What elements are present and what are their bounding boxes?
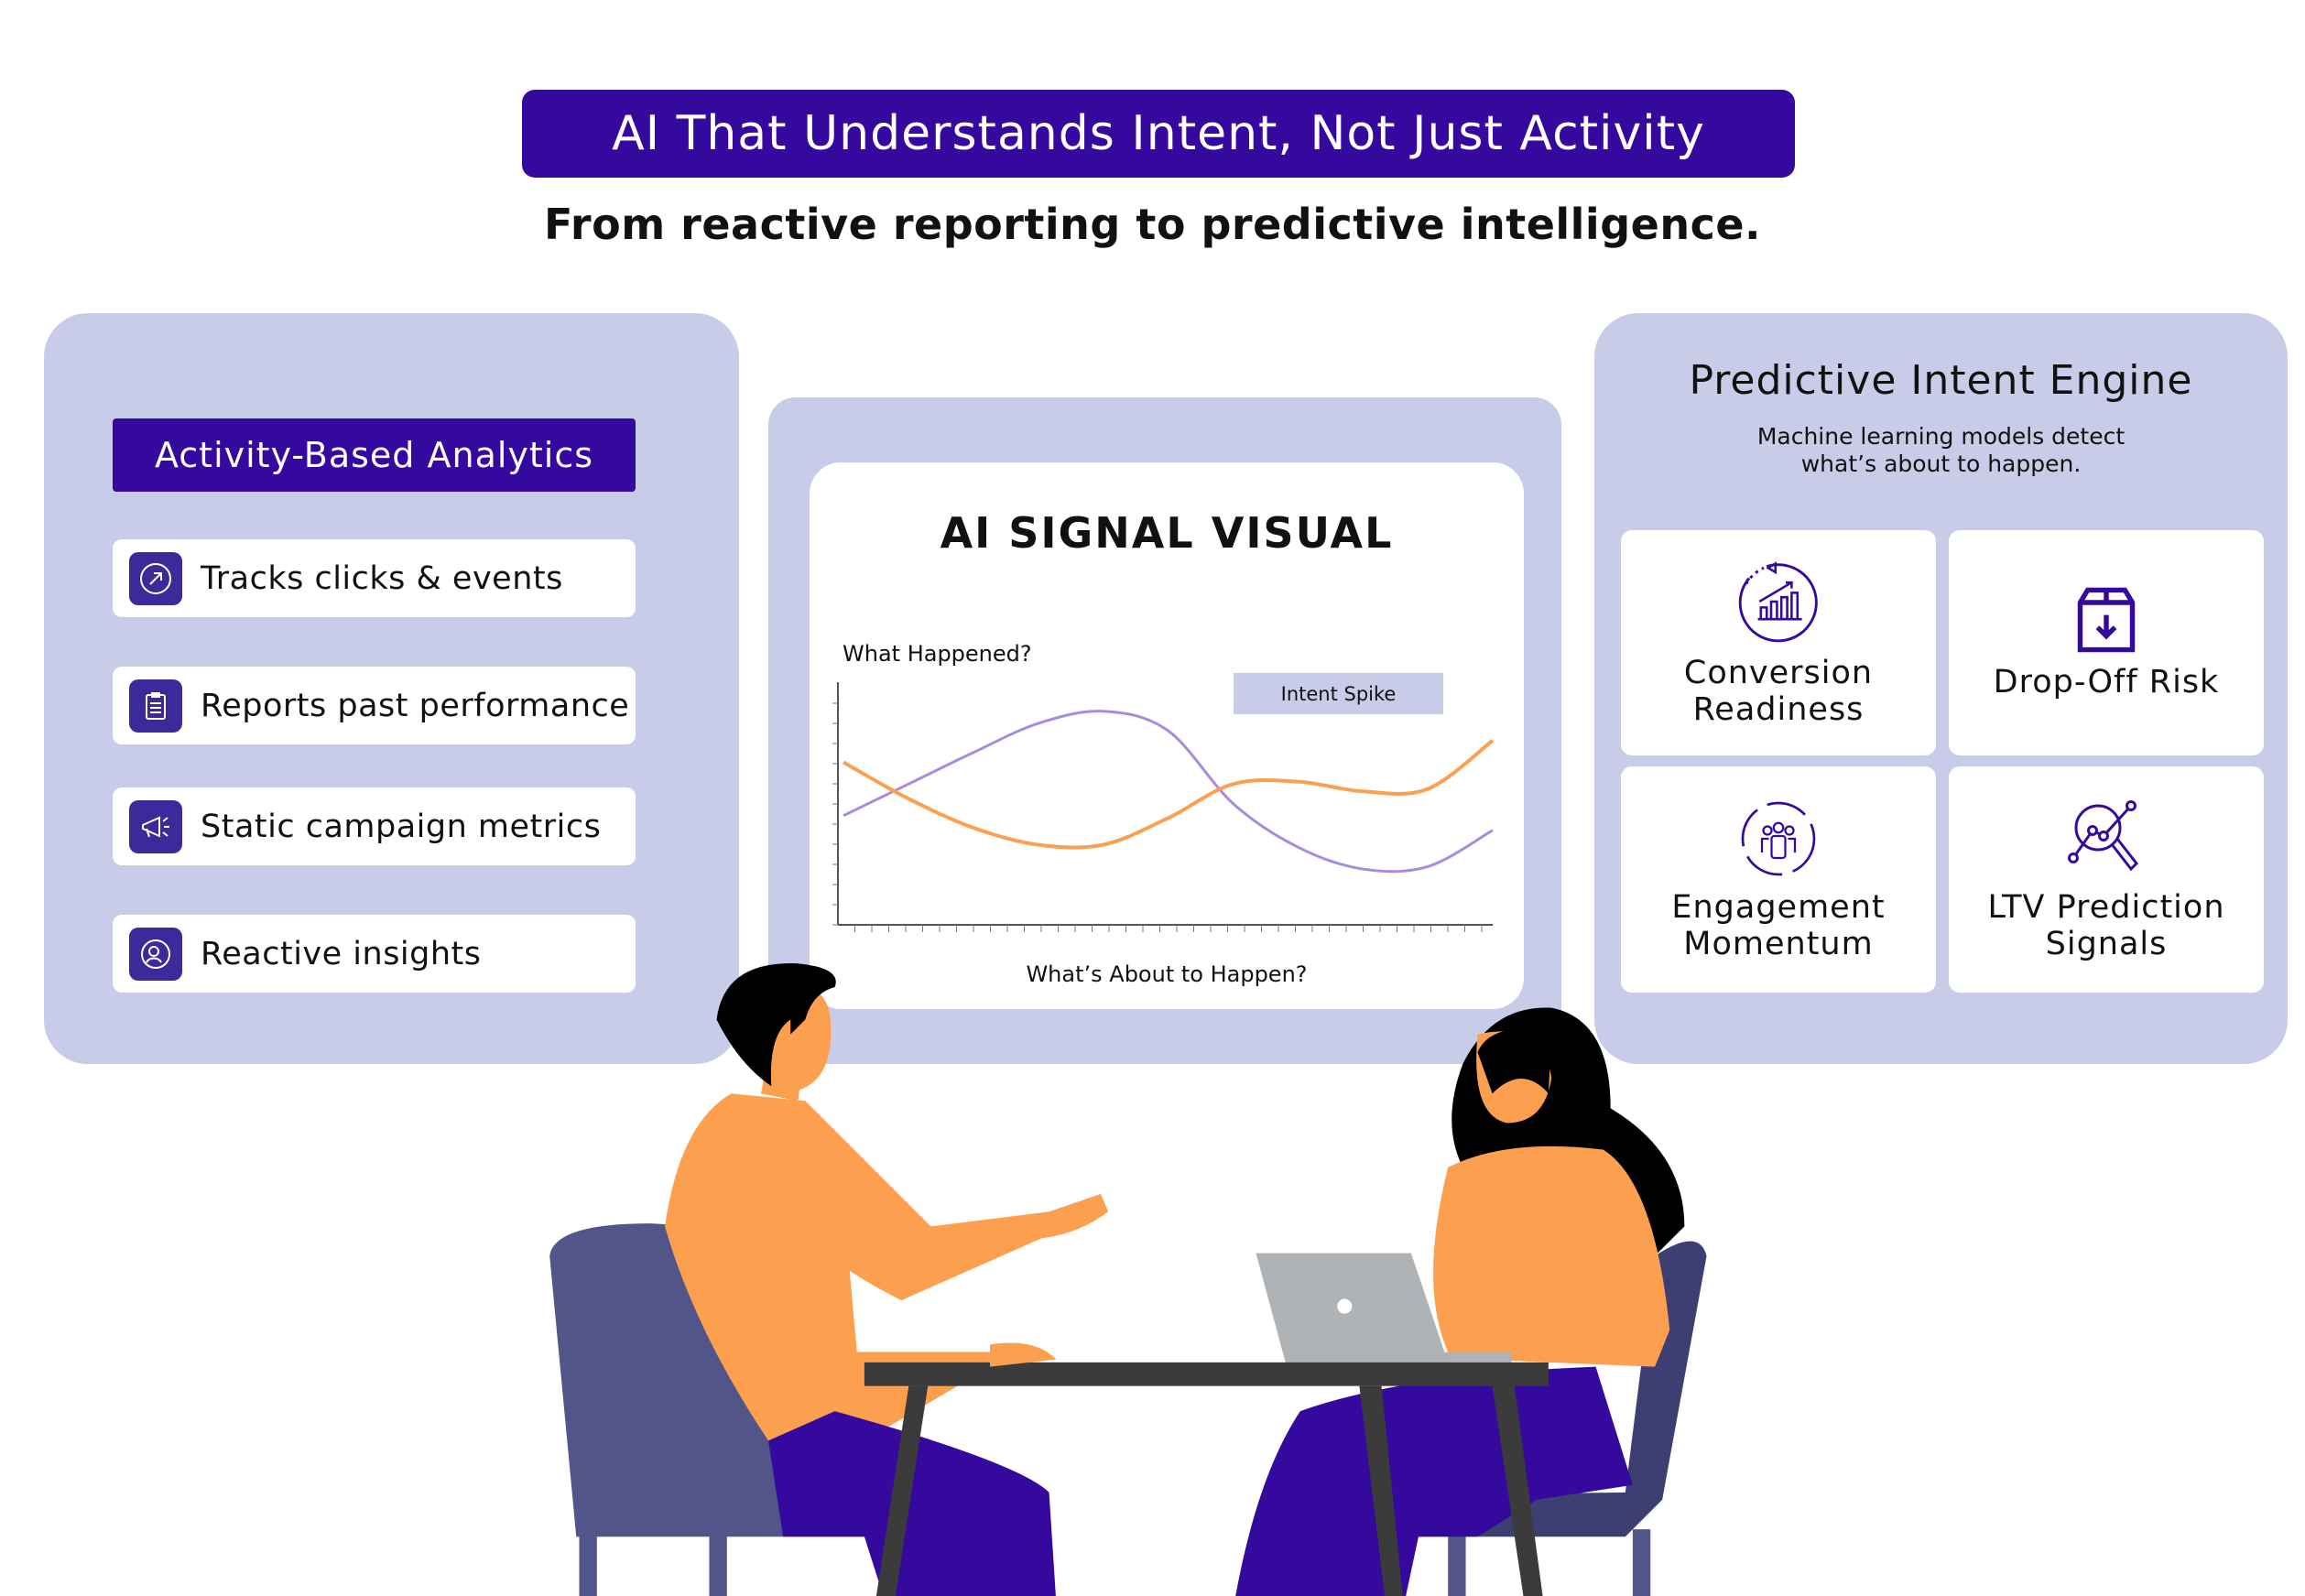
chart-x-label: What’s About to Happen? — [1026, 961, 1308, 987]
box-down-icon — [2077, 587, 2136, 653]
tile-drop-off-risk: Drop-Off Risk — [1949, 530, 2264, 755]
chart-y-label: What Happened? — [843, 641, 1032, 667]
page-subtitle: From reactive reporting to predictive in… — [543, 200, 1762, 249]
item-label: Tracks clicks & events — [201, 559, 563, 597]
tile-label: Momentum — [1683, 925, 1874, 962]
subtitle-line: what’s about to happen. — [1800, 451, 2082, 477]
list-item: Tracks clicks & events — [113, 539, 636, 617]
item-label: Reactive insights — [201, 935, 482, 972]
laptop — [1256, 1253, 1512, 1363]
list-item: Static campaign metrics — [113, 787, 636, 865]
tile-label: Readiness — [1692, 691, 1865, 728]
item-label: Static campaign metrics — [201, 808, 602, 845]
man — [665, 963, 1109, 1596]
tile-label: Engagement — [1671, 888, 1886, 926]
chart-title: AI SIGNAL VISUAL — [940, 508, 1394, 558]
series-line-orange — [843, 738, 1495, 850]
cursor-click-icon — [129, 551, 182, 605]
woman — [1235, 1007, 1685, 1596]
man-hand — [990, 1342, 1057, 1367]
subtitle-line: Machine learning models detect — [1756, 423, 2126, 450]
table — [864, 1362, 1549, 1596]
intent-spike-label: Intent Spike — [1234, 673, 1443, 714]
tile-label: Signals — [2045, 925, 2168, 962]
page-title-banner: AI That Understands Intent, Not Just Act… — [522, 90, 1795, 178]
growth-chart-cycle-icon — [1738, 561, 1818, 643]
woman-chair — [1410, 1241, 1707, 1596]
user-refresh-icon — [129, 927, 182, 981]
signal-chart — [832, 682, 1495, 932]
list-item: Reports past performance — [113, 667, 636, 744]
list-item: Reactive insights — [113, 915, 636, 993]
series-line-purple — [843, 710, 1494, 874]
megaphone-icon — [129, 799, 182, 853]
tile-label: LTV Prediction — [1987, 888, 2225, 926]
signal-card — [810, 462, 1524, 1009]
predictive-title: Predictive Intent Engine — [1689, 357, 2193, 404]
team-cycle-icon — [1741, 801, 1816, 875]
tile-label: Drop-Off Risk — [1993, 664, 2220, 700]
tile-label: Conversion — [1683, 655, 1874, 691]
item-label: Reports past performance — [201, 687, 630, 724]
page-title: AI That Understands Intent, Not Just Act… — [612, 106, 1705, 161]
activity-heading: Activity-Based Analytics — [113, 418, 636, 492]
clipboard-icon — [129, 679, 182, 733]
magnifier-graph-icon — [2068, 799, 2138, 871]
